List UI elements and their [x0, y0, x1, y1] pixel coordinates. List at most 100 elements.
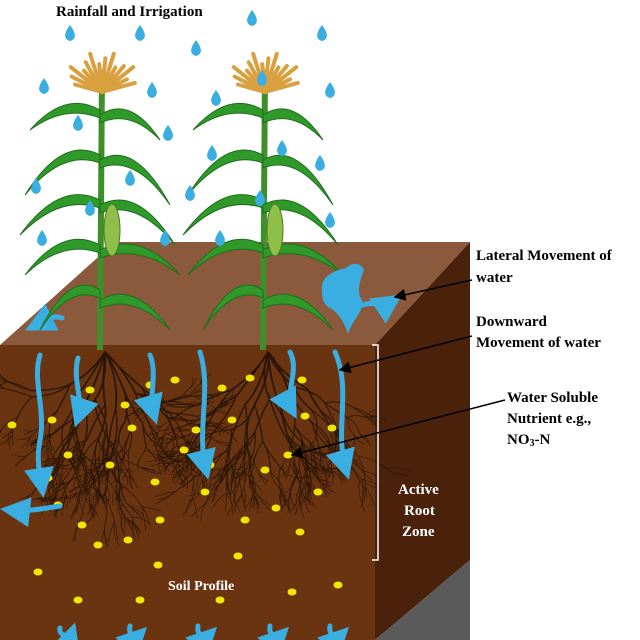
nutrient-dot — [43, 474, 53, 482]
rain-drop — [325, 82, 335, 98]
rain-drop — [207, 145, 217, 161]
nutrient-dot — [123, 536, 133, 544]
corn-plant-1 — [19, 51, 181, 351]
rain-drop — [315, 155, 325, 171]
nutrient-dot — [170, 376, 180, 384]
nutrient-dot — [271, 504, 281, 512]
nutrient-dot — [233, 552, 243, 560]
rain-drop — [125, 170, 135, 186]
corn-leaf — [192, 102, 264, 131]
rain-drop — [215, 230, 225, 246]
rain-drop — [39, 78, 49, 94]
rain-drop — [191, 40, 201, 56]
nutrient-dot — [155, 516, 165, 524]
water-arrow — [115, 623, 148, 640]
nutrient-dot — [287, 588, 297, 596]
nutrient-dot — [200, 488, 210, 496]
corn-leaf — [182, 194, 264, 236]
title-label: Rainfall and Irrigation — [56, 4, 203, 20]
rain-drop — [147, 82, 157, 98]
nutrient-dot — [245, 374, 255, 382]
rain-drop — [85, 200, 95, 216]
water-arrows — [0, 303, 355, 640]
corn-tassel-spike — [263, 80, 300, 94]
nutrient-dot — [260, 466, 270, 474]
rain-drop — [65, 25, 75, 41]
nutrient-dot — [300, 412, 310, 420]
rain-drop — [255, 190, 265, 206]
root-zone-label-line1: Active — [398, 482, 439, 498]
lateral-water-splash — [321, 263, 364, 334]
active-root-zone-bracket — [372, 344, 379, 561]
root-zone-label-line3: Zone — [402, 524, 435, 540]
nutrient-dot — [105, 461, 115, 469]
soil-profile-label: Soil Profile — [168, 579, 235, 594]
water-arrow — [257, 623, 290, 640]
lateral-label-line1: Lateral Movement of — [476, 248, 612, 264]
water-arrow — [70, 355, 99, 428]
corn-leaf — [24, 238, 101, 276]
rain-drop — [31, 178, 41, 194]
nutrient-dot — [77, 521, 87, 529]
corn-cob — [103, 203, 121, 257]
rain-drop — [37, 230, 47, 246]
corn-leaf — [99, 154, 171, 206]
nutrient-label-line2: Nutrient e.g., — [507, 411, 592, 427]
corn-leaf — [262, 154, 334, 206]
nutrient-dot — [120, 401, 130, 409]
corn-leaf — [99, 243, 181, 276]
rain-drop — [277, 140, 287, 156]
nutrient-formula-subscript: 3 — [529, 438, 535, 449]
rain-drop — [325, 212, 335, 228]
nutrient-dot — [179, 446, 189, 454]
corn-leaf — [262, 293, 334, 331]
lateral-leader — [393, 279, 473, 301]
nutrient-dot — [7, 421, 17, 429]
corn-plants — [19, 51, 344, 351]
corn-leaf — [187, 149, 264, 196]
rain-drop — [211, 90, 221, 106]
nutrient-label-line3: NO3-N — [507, 430, 550, 454]
water-arrow — [186, 349, 216, 480]
root-system — [0, 351, 411, 548]
corn-leaf — [99, 108, 161, 141]
nutrient-dot — [73, 596, 83, 604]
nutrient-dot — [191, 426, 201, 434]
rain-drop — [185, 185, 195, 201]
nutrient-leader — [290, 399, 506, 459]
nutrient-dot — [47, 416, 57, 424]
nutrient-dot — [297, 376, 307, 384]
nutrient-dot — [33, 568, 43, 576]
nutrient-dot — [283, 451, 293, 459]
nutrient-label-line1: Water Soluble — [507, 390, 598, 406]
rain-drop — [160, 230, 170, 246]
nutrient-dot — [227, 416, 237, 424]
nutrient-formula-no: NO — [507, 432, 530, 448]
corn-leaf — [187, 238, 264, 276]
corn-plant-2 — [182, 51, 344, 351]
rain-drop — [73, 115, 83, 131]
lateral-water-arrow — [358, 294, 403, 324]
water-arrow — [24, 352, 54, 498]
rain-drop — [163, 125, 173, 141]
corn-leaf — [262, 108, 324, 141]
nutrient-dot — [127, 424, 137, 432]
water-arrow — [269, 349, 297, 419]
corn-cob — [266, 203, 284, 257]
nutrient-dot — [327, 424, 337, 432]
water-arrow — [133, 352, 163, 425]
corn-leaf — [202, 284, 264, 331]
corn-leaf — [29, 102, 101, 131]
corn-leaf — [19, 194, 101, 236]
rain-drops — [31, 10, 335, 246]
soil-side-face — [375, 242, 470, 640]
nutrient-dot — [215, 596, 225, 604]
downward-label-line2: Movement of water — [476, 335, 601, 351]
nutrient-dot — [153, 561, 163, 569]
nutrient-dot — [295, 528, 305, 536]
lateral-label-line2: water — [476, 270, 513, 286]
bedrock-layer — [375, 560, 470, 640]
corn-leaf — [39, 284, 101, 331]
